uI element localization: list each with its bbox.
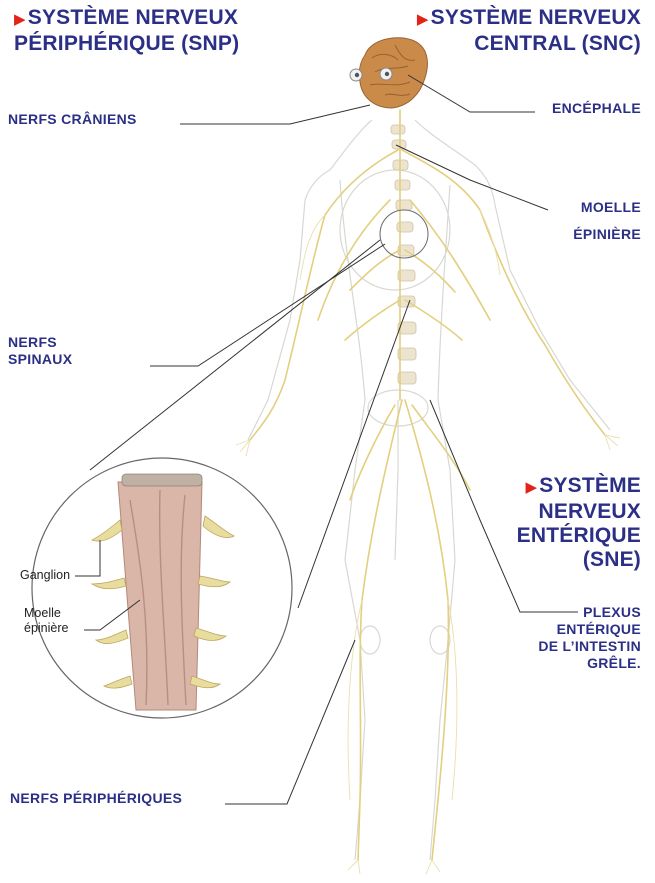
brain (350, 38, 427, 108)
label-plexus-line3: DE L’INTESTIN (538, 638, 641, 655)
title-sne-line2: NERVEUX (517, 500, 641, 524)
red-arrow-icon: ▶ (14, 11, 26, 28)
label-plexus-line1: PLEXUS (538, 604, 641, 621)
title-snp-line2: PÉRIPHÉRIQUE (SNP) (14, 32, 239, 56)
label-nerfs-spinaux: NERFS SPINAUX (8, 334, 72, 368)
inset-label-ganglion: Ganglion (20, 568, 70, 583)
label-plexus-enterique: PLEXUS ENTÉRIQUE DE L’INTESTIN GRÊLE. (538, 604, 641, 672)
spinal-cord-inset (32, 458, 292, 718)
title-sne: ▶SYSTÈME NERVEUX ENTÉRIQUE (SNE) (517, 474, 641, 572)
label-nerfs-spinaux-line1: NERFS (8, 334, 72, 351)
title-snp-line1: ▶SYSTÈME NERVEUX (14, 6, 239, 32)
inset-label-moelle-line1: Moelle (24, 606, 68, 621)
title-sne-line1: ▶SYSTÈME (517, 474, 641, 500)
title-snc-line2: CENTRAL (SNC) (417, 32, 641, 56)
label-moelle-line1: MOELLE (573, 194, 641, 221)
inset-label-moelle: Moelle épinière (24, 606, 68, 636)
title-snp: ▶SYSTÈME NERVEUX PÉRIPHÉRIQUE (SNP) (14, 6, 239, 56)
label-encephale: ENCÉPHALE (552, 100, 641, 117)
label-plexus-line2: ENTÉRIQUE (538, 621, 641, 638)
label-moelle-line2: ÉPINIÈRE (573, 221, 641, 248)
label-plexus-line4: GRÊLE. (538, 655, 641, 672)
label-nerfs-craniens: NERFS CRÂNIENS (8, 111, 137, 128)
label-nerfs-peripheriques: NERFS PÉRIPHÉRIQUES (10, 790, 182, 807)
title-sne-line3: ENTÉRIQUE (517, 524, 641, 548)
title-snc: ▶SYSTÈME NERVEUX CENTRAL (SNC) (417, 6, 641, 56)
red-arrow-icon: ▶ (525, 479, 537, 496)
label-moelle-epiniere: MOELLE ÉPINIÈRE (573, 194, 641, 248)
red-arrow-icon: ▶ (417, 11, 429, 28)
title-sne-line4: (SNE) (517, 548, 641, 572)
inset-label-moelle-line2: épinière (24, 621, 68, 636)
label-nerfs-spinaux-line2: SPINAUX (8, 351, 72, 368)
title-snc-line1: ▶SYSTÈME NERVEUX (417, 6, 641, 32)
